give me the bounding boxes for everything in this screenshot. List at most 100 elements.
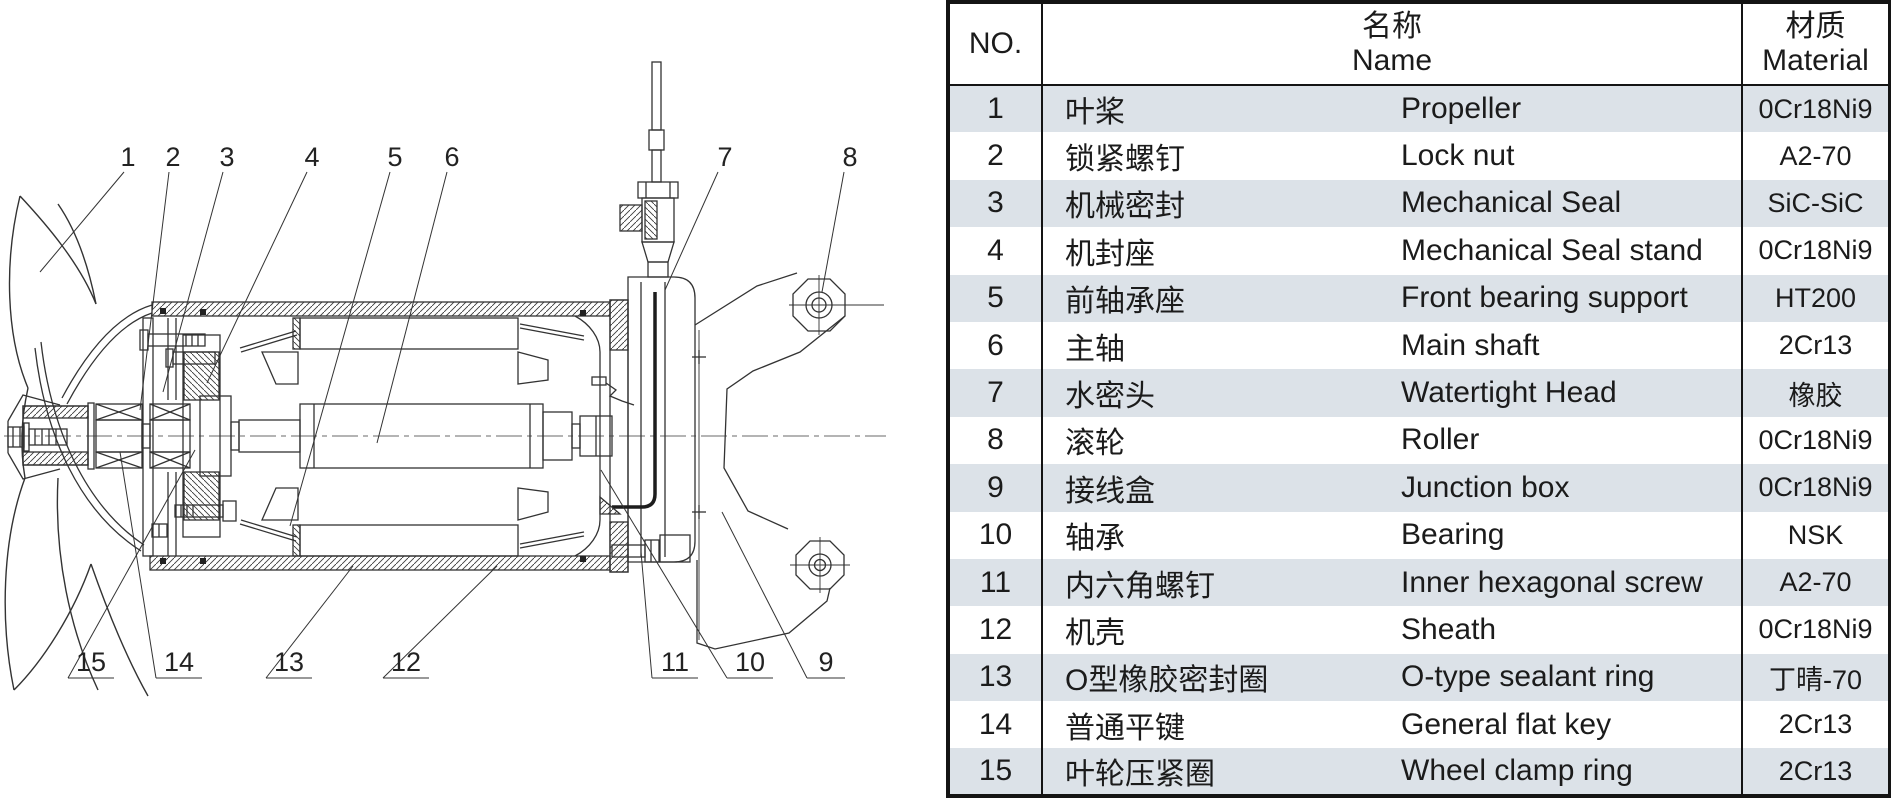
part-material: A2-70: [1741, 558, 1890, 607]
part-name-cn: 水密头: [1065, 380, 1155, 414]
callout-9: 9: [818, 647, 833, 677]
part-name: 水密头 Watertight Head: [1041, 369, 1742, 417]
part-name: 轴承 Bearing: [1041, 511, 1742, 559]
callout-2: 2: [165, 142, 180, 172]
part-name-cn: 主轴: [1065, 332, 1125, 366]
part-name: O型橡胶密封圈 O-type sealant ring: [1041, 653, 1742, 702]
seal-stand: [139, 317, 237, 557]
part-material: 0Cr18Ni9: [1741, 227, 1890, 275]
header-no-label: NO.: [968, 26, 1023, 60]
header-name-cn: 名称: [1362, 9, 1422, 43]
part-name-cn: 机械密封: [1065, 190, 1185, 224]
part-name: 机封座 Mechanical Seal stand: [1041, 227, 1742, 275]
part-name: 内六角螺钉 Inner hexagonal screw: [1041, 558, 1742, 607]
part-name-en: Lock nut: [1401, 139, 1515, 173]
callout-11: 11: [661, 647, 689, 677]
part-name-en: Sheath: [1401, 612, 1497, 646]
callout-8: 8: [842, 142, 857, 172]
table-row: 8 滚轮 Roller 0Cr18Ni9: [948, 416, 1890, 465]
part-name-en: O-type sealant ring: [1401, 660, 1655, 694]
part-name-en: Main shaft: [1401, 328, 1540, 362]
part-name-en: Roller: [1401, 423, 1480, 457]
part-name-cn: 前轴承座: [1065, 285, 1185, 319]
part-material: 0Cr18Ni9: [1741, 416, 1890, 465]
callout-numbers: 1 2 3 4 5 6 7 8 9 10 11 12 13 14 15: [76, 142, 858, 677]
part-name: 叶轮压紧圈 Wheel clamp ring: [1041, 748, 1742, 796]
header-name-en: Name: [1351, 44, 1433, 77]
part-name-en: Wheel clamp ring: [1401, 754, 1633, 788]
part-number: 8: [987, 423, 1004, 457]
part-name-cn: 接线盒: [1065, 474, 1155, 508]
part-name-cn: 叶轮压紧圈: [1065, 758, 1215, 792]
callout-5: 5: [387, 142, 402, 172]
part-name-en: Mechanical Seal stand: [1401, 233, 1703, 267]
table-row: 11 内六角螺钉 Inner hexagonal screw A2-70: [948, 558, 1890, 607]
casing-sheath: [149, 299, 629, 573]
part-number: 11: [979, 565, 1012, 599]
callout-12: 12: [391, 647, 421, 677]
part-name-cn: 滚轮: [1065, 427, 1125, 461]
part-number: 7: [987, 376, 1004, 410]
part-material: 0Cr18Ni9: [1741, 464, 1890, 512]
header-no: NO.: [948, 2, 1042, 86]
part-name-en: Front bearing support: [1401, 281, 1688, 315]
callout-7: 7: [717, 142, 732, 172]
part-name-cn: O型橡胶密封圈: [1065, 664, 1269, 698]
callout-3: 3: [219, 142, 234, 172]
header-material-en: Material: [1762, 44, 1869, 77]
part-number: 15: [978, 754, 1013, 788]
part-name-en: Watertight Head: [1401, 376, 1617, 410]
part-number: 2: [987, 139, 1004, 173]
part-name-en: Inner hexagonal screw: [1401, 565, 1703, 599]
roller-bottom: [795, 540, 845, 590]
header-name: 名称 Name: [1041, 2, 1742, 86]
part-name: 滚轮 Roller: [1041, 416, 1742, 465]
part-number: 13: [978, 660, 1013, 694]
watertight-head-cable: [619, 61, 679, 278]
part-number: 12: [978, 612, 1013, 646]
table-header-row: NO. 名称 Name 材质 Material: [948, 2, 1890, 86]
callout-4: 4: [304, 142, 319, 172]
part-material: 0Cr18Ni9: [1741, 85, 1890, 133]
part-name-en: Bearing: [1401, 518, 1505, 552]
part-material: 丁晴-70: [1741, 653, 1890, 702]
part-name-cn: 轴承: [1065, 522, 1125, 556]
header-material: 材质 Material: [1741, 2, 1890, 86]
part-material: SiC-SiC: [1741, 179, 1890, 228]
callout-10: 10: [735, 647, 765, 677]
part-name-cn: 机壳: [1065, 616, 1125, 650]
roller-top: [792, 278, 846, 332]
part-name: 机壳 Sheath: [1041, 606, 1742, 654]
table-row: 4 机封座 Mechanical Seal stand 0Cr18Ni9: [948, 227, 1890, 275]
part-number: 9: [987, 470, 1004, 504]
nose-cone-hub: [7, 394, 95, 480]
part-number: 14: [978, 707, 1013, 741]
part-material: HT200: [1741, 274, 1890, 322]
part-name-cn: 机封座: [1065, 237, 1155, 271]
part-number: 4: [987, 233, 1004, 267]
part-name: 主轴 Main shaft: [1041, 321, 1742, 370]
junction-box: [599, 276, 706, 563]
part-name-cn: 内六角螺钉: [1065, 569, 1215, 603]
power-wire: [612, 292, 657, 509]
part-material: A2-70: [1741, 132, 1890, 180]
part-material: 2Cr13: [1741, 701, 1890, 749]
part-name-en: Junction box: [1401, 470, 1570, 504]
part-number: 5: [987, 281, 1004, 315]
bracket-rollers: [694, 272, 884, 650]
part-name-cn: 普通平键: [1065, 711, 1185, 745]
part-material: 0Cr18Ni9: [1741, 606, 1890, 654]
part-number: 10: [978, 518, 1013, 552]
part-number: 1: [987, 92, 1004, 126]
